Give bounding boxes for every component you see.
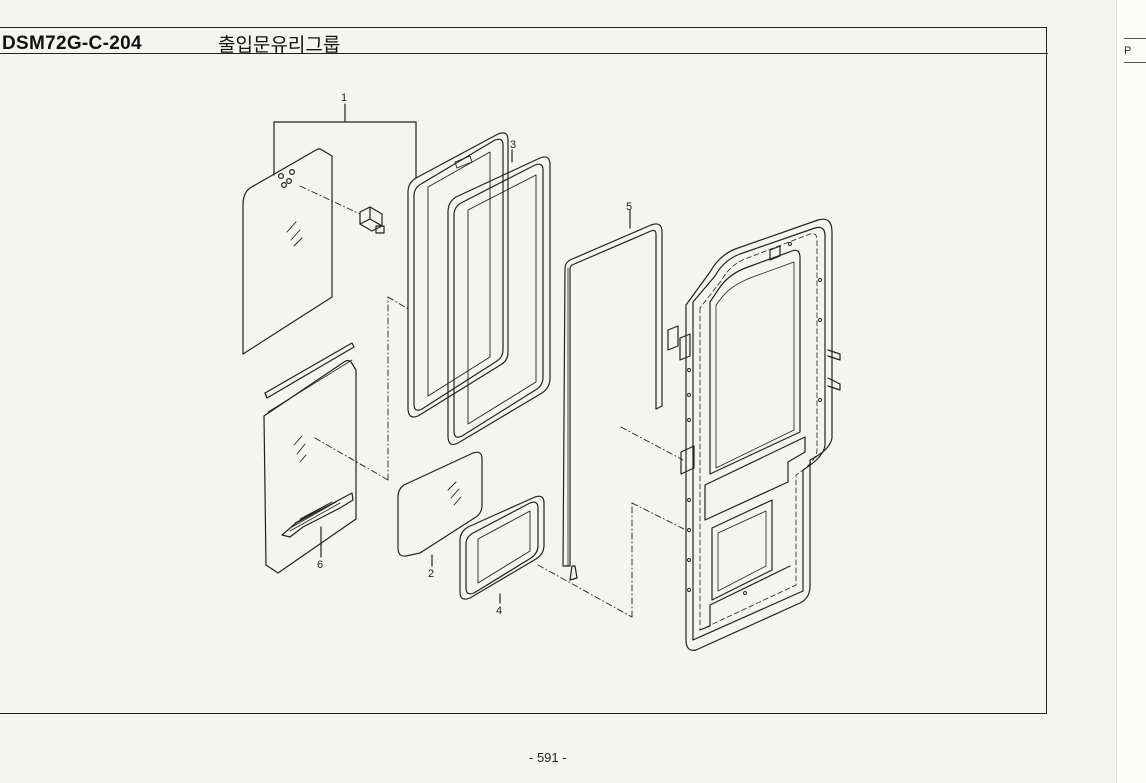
header-rule — [0, 53, 1048, 54]
callout-label-5: 5 — [626, 201, 632, 213]
glass-strip — [264, 342, 355, 399]
latch-fitting — [299, 185, 385, 234]
door-frame — [667, 218, 841, 651]
callout-label-1: 1 — [341, 92, 347, 104]
part-group-code: DSM72G-C-204 — [2, 33, 142, 54]
small-glass-seal — [459, 495, 545, 604]
small-glass — [397, 451, 483, 567]
door-seal-strip — [562, 209, 663, 581]
leader-dash — [537, 564, 633, 618]
edge-tick — [1124, 62, 1146, 63]
edge-tick — [1124, 38, 1146, 39]
page-number: - 591 - — [529, 750, 567, 765]
leader-dash — [387, 296, 411, 311]
adjacent-page-edge — [1116, 0, 1146, 783]
callout-1-bracket — [273, 103, 417, 179]
leader-dash — [631, 502, 687, 531]
callout-label-2: 2 — [428, 568, 434, 580]
leader-dash — [620, 426, 684, 461]
callout-label-6: 6 — [317, 559, 323, 571]
sheet-frame — [0, 27, 1047, 714]
lower-glass-panel — [263, 359, 357, 574]
callout-label-3: 3 — [510, 139, 516, 151]
callout-label-4: 4 — [496, 605, 502, 617]
edge-glyph: P — [1124, 45, 1132, 57]
frame-seal-outer — [407, 132, 513, 418]
frame-seal-inner — [447, 156, 551, 446]
leader-dash — [314, 437, 389, 481]
exploded-view-drawing: 1 2 3 4 5 6 — [242, 92, 841, 651]
upper-glass-panel — [242, 148, 333, 355]
part-group-title: 출입문유리그룹 — [218, 34, 341, 56]
